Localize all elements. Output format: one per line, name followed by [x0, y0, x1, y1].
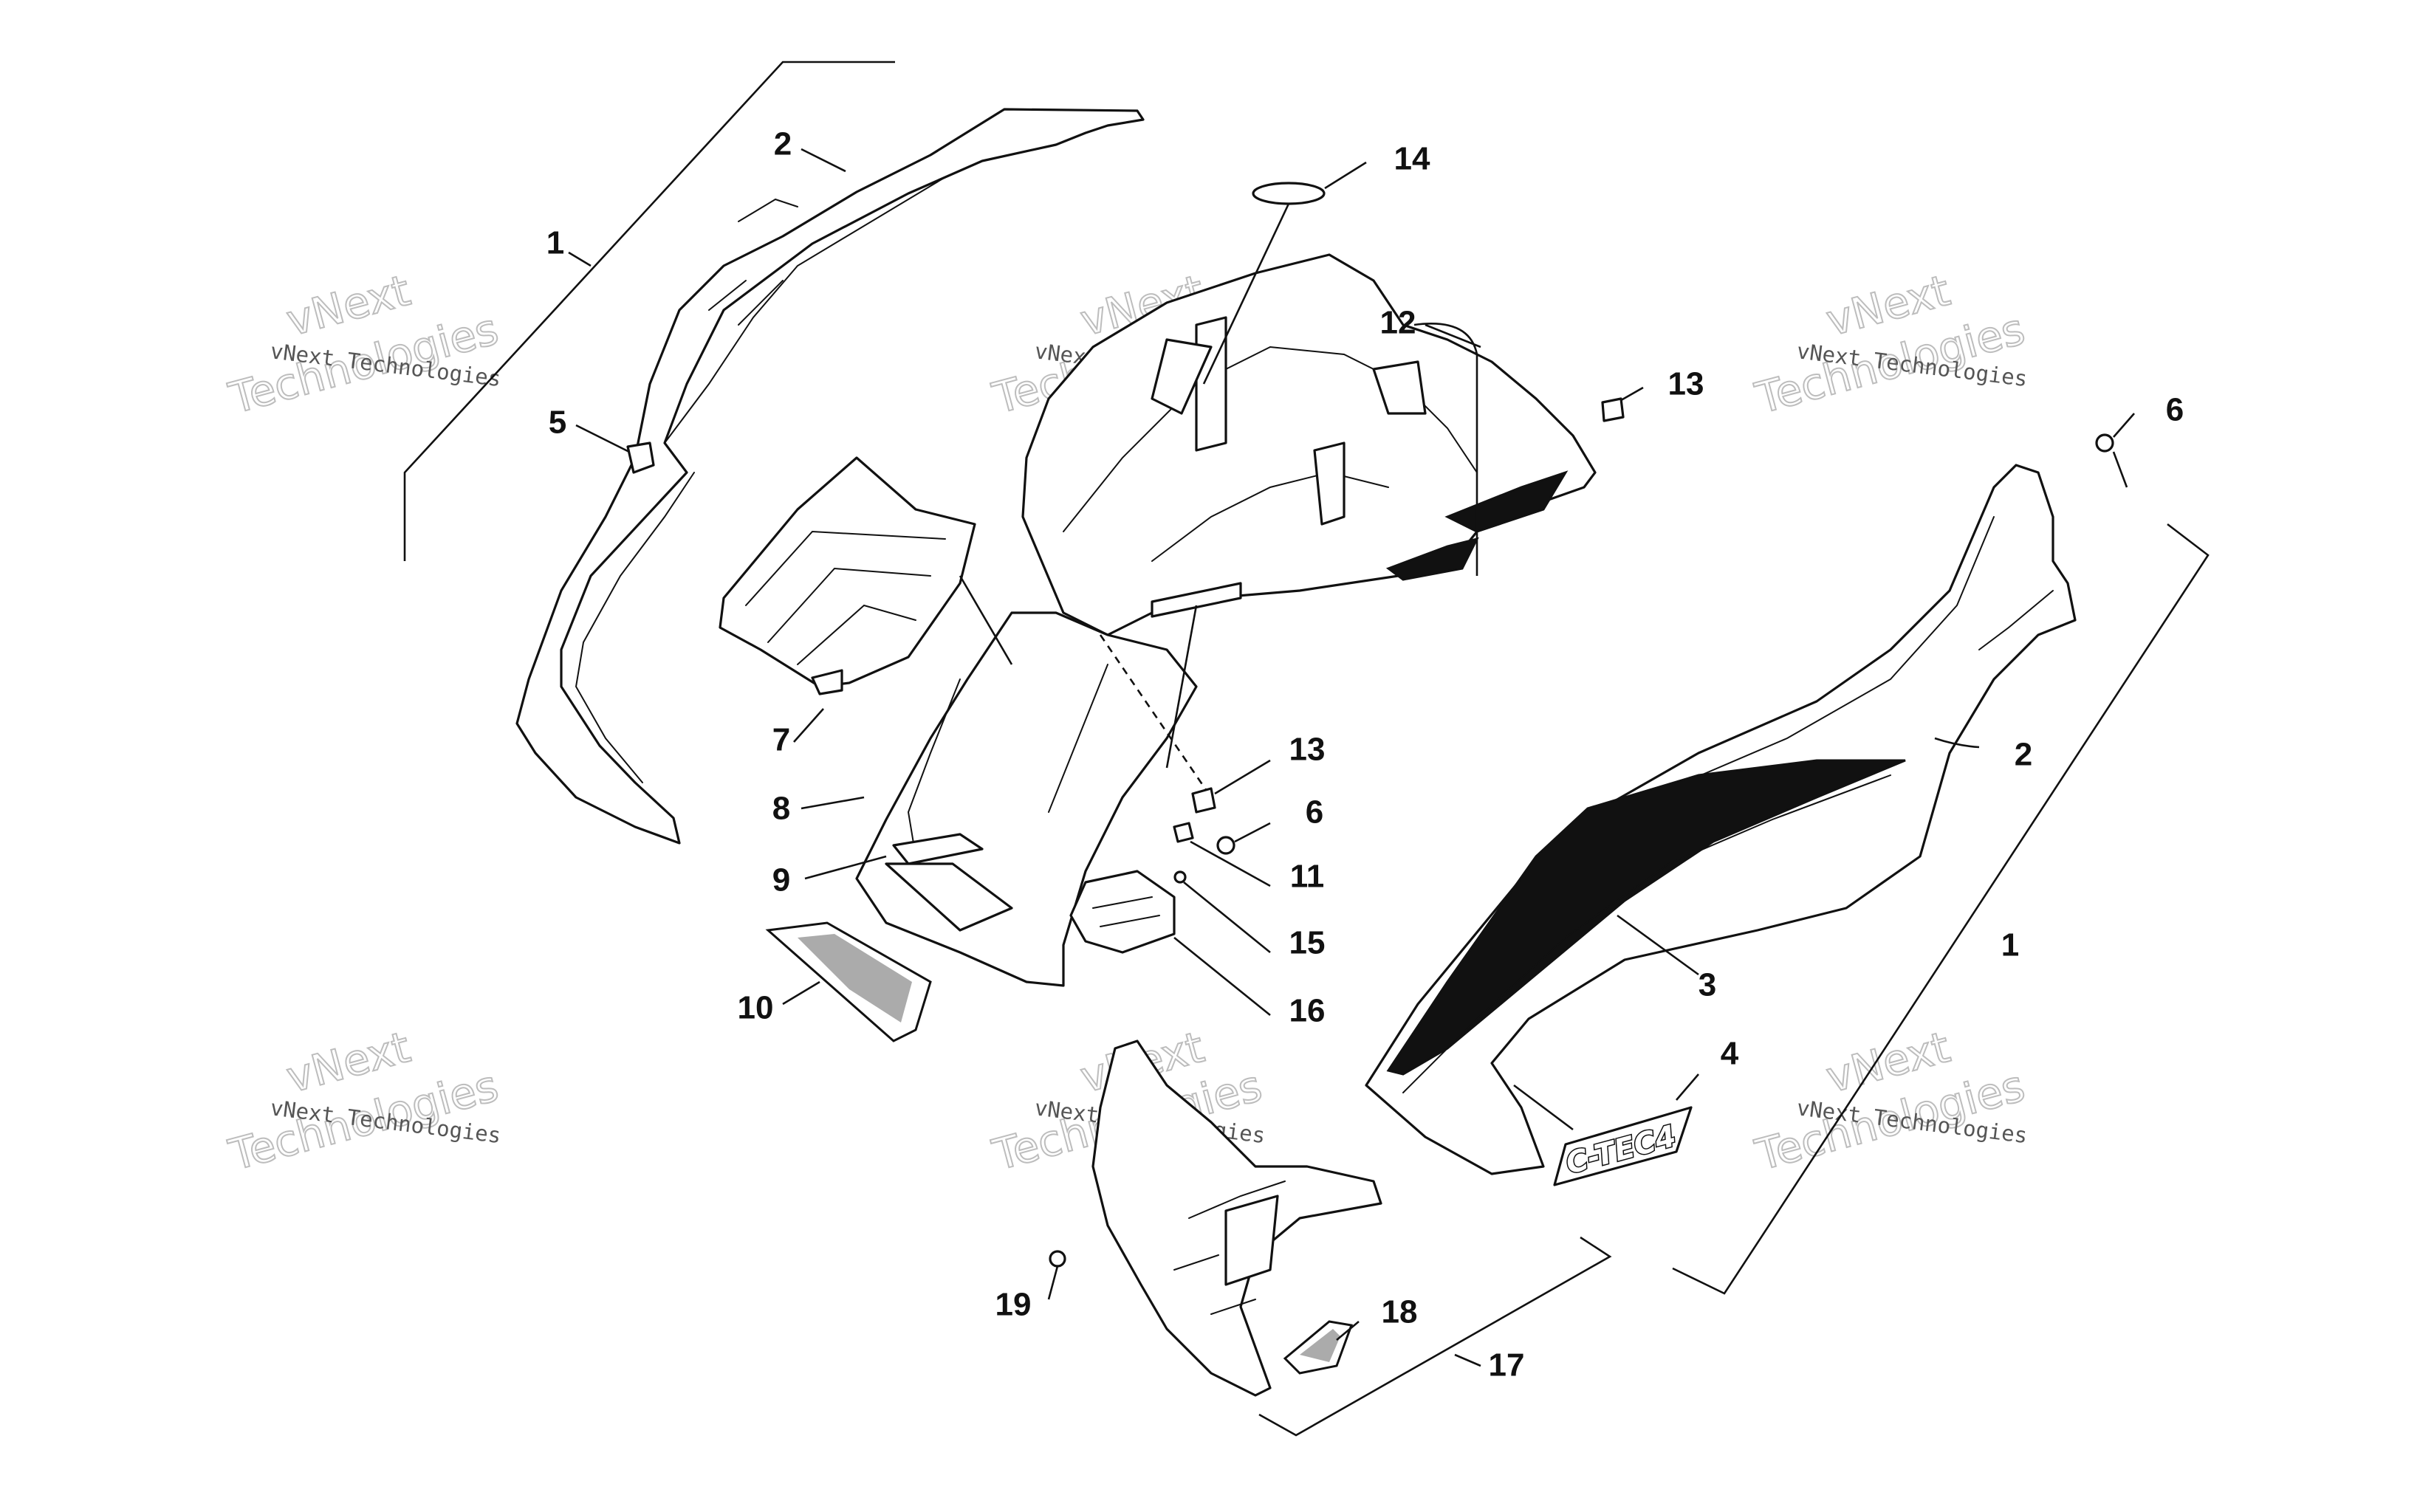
callout-6-right: 6: [2166, 392, 2184, 428]
callout-2-right: 2: [2015, 737, 2032, 773]
ctec4-badge: [1553, 1106, 1693, 1186]
callout-13-center: 13: [1289, 732, 1326, 768]
nose-panel: [765, 611, 1198, 1042]
leader-12: [1413, 323, 1481, 576]
bracket-lower-assembly: [1258, 1236, 1612, 1437]
callout-14: 14: [1394, 141, 1430, 177]
callout-1-right: 1: [2001, 927, 2019, 963]
leader-17: [1454, 1353, 1481, 1367]
screw-6-center: [1216, 836, 1235, 855]
leader-14: [1324, 161, 1367, 190]
leader-3: [1617, 914, 1699, 976]
callout-5: 5: [549, 405, 566, 441]
leader-19: [1047, 1265, 1059, 1300]
hood-assembly: [1021, 182, 1597, 636]
leader-10: [782, 980, 820, 1006]
callout-6-center: 6: [1306, 794, 1323, 831]
leader-11: [1190, 840, 1271, 887]
leader-4-badge: [1513, 1084, 1574, 1131]
callout-18: 18: [1382, 1294, 1418, 1330]
leader-4: [1676, 1073, 1699, 1101]
leader-15: [1183, 881, 1271, 954]
alignment-line-a: [1099, 634, 1213, 798]
leader-1-left: [568, 251, 592, 267]
leader-7: [793, 708, 824, 743]
watermark-bottom-left: vNext Technologies vNext Technologies: [223, 1021, 504, 1181]
leader-8: [801, 796, 865, 810]
clip-13-center: [1191, 787, 1216, 814]
leader-2-right: [1934, 737, 1980, 749]
leader-2-left: [801, 148, 846, 173]
leader-13-center: [1214, 759, 1271, 795]
left-side-panel: [515, 108, 1145, 845]
callout-7: 7: [772, 722, 790, 758]
leader-5-left: [575, 424, 630, 453]
callout-8: 8: [772, 791, 790, 827]
screw-15: [1173, 870, 1187, 884]
callout-19: 19: [995, 1287, 1032, 1323]
leader-14b: [1202, 203, 1290, 385]
alignment-line-c: [1165, 605, 1198, 769]
callout-10: 10: [738, 990, 774, 1026]
callout-17: 17: [1489, 1347, 1525, 1384]
callout-13-top: 13: [1668, 366, 1704, 402]
watermark-bottom-right: vNext Technologies vNext Technologies: [1749, 1021, 2030, 1181]
screw-19: [1049, 1250, 1066, 1268]
hardware-center: [1069, 787, 1235, 954]
callout-12: 12: [1380, 305, 1416, 341]
watermark-top-right: vNext Technologies vNext Technologies: [1749, 264, 2030, 425]
leader-6-center: [1234, 822, 1271, 843]
callout-15: 15: [1289, 925, 1326, 961]
callout-16: 16: [1289, 993, 1326, 1029]
callout-1-left: 1: [546, 225, 564, 261]
leader-18: [1336, 1321, 1360, 1341]
latch-16: [1069, 870, 1176, 954]
callout-4: 4: [1721, 1036, 1739, 1072]
grille-insert: [719, 456, 976, 695]
right-side-panel: [1365, 464, 2077, 1175]
callout-9: 9: [772, 862, 790, 898]
screw-6-right: [2095, 433, 2114, 453]
leader-6-right-b: [2112, 451, 2128, 488]
watermark-top-left: vNext Technologies vNext Technologies: [223, 264, 504, 425]
leader-9: [804, 855, 887, 880]
leader-6-right: [2113, 413, 2135, 438]
leader-16: [1173, 936, 1271, 1017]
bracket-right-assembly: [1672, 523, 2210, 1295]
nut-11: [1173, 822, 1194, 843]
bracket-left-assembly: [403, 61, 895, 561]
callout-11: 11: [1290, 859, 1325, 895]
lower-belly-pan: [1049, 1040, 1382, 1397]
callout-2-left: 2: [774, 126, 792, 162]
alignment-line-b: [959, 575, 1013, 665]
callout-3: 3: [1699, 967, 1716, 1003]
clip-13-top: [1601, 397, 1625, 422]
